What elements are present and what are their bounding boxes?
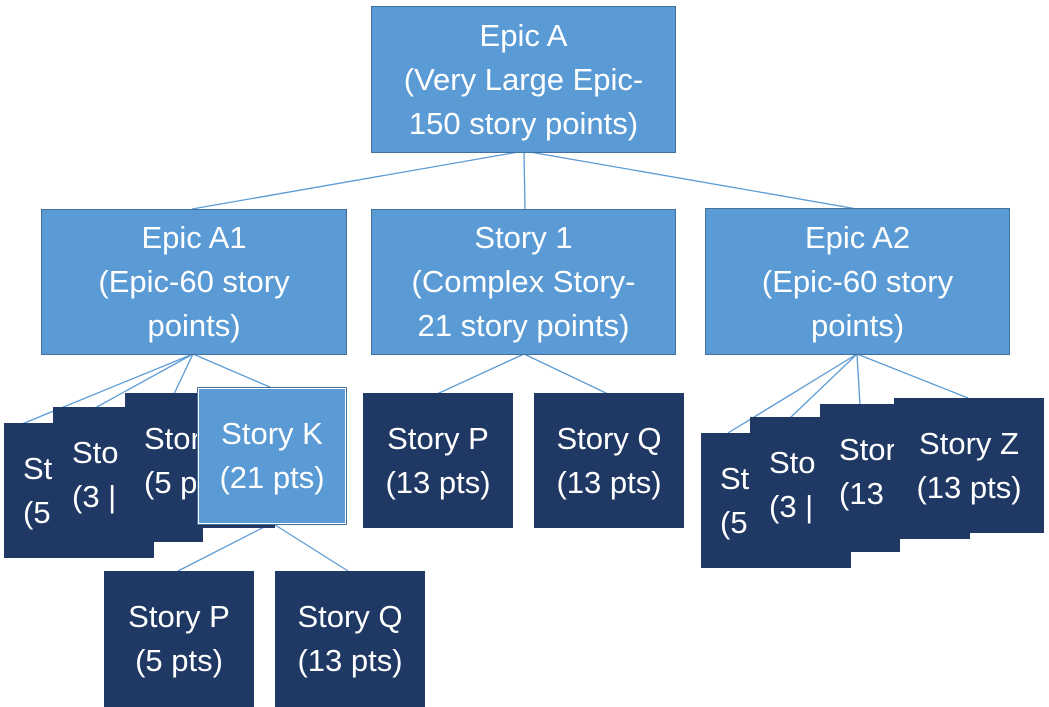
link-epic-a1-to-a1-stack-3: [173, 353, 194, 395]
link-epic-a1-to-story-k: [192, 353, 273, 389]
epic-a2-line-2: (Epic-60 story: [761, 263, 954, 299]
a1-stack-card-1-points: (5: [23, 494, 51, 530]
s1-story-q-box: Story Q (13 pts): [534, 393, 684, 528]
s1-story-q-title: Story Q: [556, 420, 662, 456]
a1-stack-card-1-title: St: [23, 450, 53, 486]
epic-a-title: Epic A: [479, 17, 568, 53]
s1-story-q-points: (13 pts): [556, 464, 662, 500]
link-epic-a-to-story-1: [523, 150, 526, 210]
link-epic-a2-to-story-z: [856, 353, 969, 399]
epic-a-line-2: (Very Large Epic-: [403, 61, 644, 97]
link-story-k-to-k-story-q: [271, 522, 349, 572]
epic-a2-line-3: points): [810, 307, 905, 343]
a2-stack-card-3-title: Stor: [839, 431, 896, 467]
k-story-q-box: Story Q (13 pts): [275, 571, 425, 707]
story-z-points: (13 pts): [916, 469, 1022, 505]
k-story-p-title: Story P: [128, 599, 230, 634]
a2-stack-card-2-points: (3 |: [769, 488, 814, 524]
epic-a1-line-2: (Epic-60 story: [98, 264, 290, 299]
k-story-p-points: (5 pts): [135, 643, 223, 678]
story-k-points: (21 pts): [219, 460, 325, 495]
a2-stack-card-2-title: Sto: [769, 444, 816, 480]
a2-stack-card-1-points: (5: [720, 504, 748, 540]
a1-stack-card-2-title: Sto: [72, 434, 119, 470]
story-1-line-2: (Complex Story-: [411, 264, 636, 299]
epic-a1-title: Epic A1: [141, 220, 247, 255]
story-z-box: Story Z (13 pts): [894, 398, 1044, 533]
story-k-title: Story K: [221, 416, 323, 451]
a2-stack-card-3-points: (13: [839, 475, 884, 511]
a1-stack-card-3-points: (5 p: [144, 464, 198, 500]
link-epic-a-to-epic-a2: [523, 150, 858, 210]
link-epic-a1-to-a1-stack-1: [21, 353, 194, 425]
epic-a-box: Epic A (Very Large Epic- 150 story point…: [371, 6, 676, 153]
story-1-title: Story 1: [474, 220, 573, 255]
link-epic-a-to-epic-a1: [191, 150, 525, 210]
link-story-k-to-k-story-p: [177, 522, 273, 572]
k-story-q-title: Story Q: [297, 599, 403, 634]
k-story-p-box: Story P (5 pts): [104, 571, 254, 707]
k-story-q-points: (13 pts): [297, 643, 403, 678]
a1-stack-card-2-points: (3 |: [72, 478, 117, 514]
s1-story-p-title: Story P: [387, 420, 489, 456]
epic-a1-line-3: points): [147, 308, 241, 343]
s1-story-p-box: Story P (13 pts): [363, 393, 513, 528]
story-1-box: Story 1 (Complex Story- 21 story points): [371, 209, 676, 355]
epic-a1-box: Epic A1 (Epic-60 story points): [41, 209, 347, 355]
epic-a2-title: Epic A2: [804, 219, 911, 255]
story-1-line-3: 21 story points): [417, 308, 630, 343]
a1-stack-card-3-title: Stor: [144, 420, 201, 456]
epic-a-line-3: 150 story points): [408, 105, 639, 141]
link-epic-a2-to-a2-stack-3: [856, 353, 861, 406]
link-story-1-to-s1-story-q: [523, 353, 609, 395]
epic-a2-box: Epic A2 (Epic-60 story points): [705, 208, 1010, 355]
story-z-title: Story Z: [919, 425, 1019, 461]
s1-story-p-points: (13 pts): [385, 464, 491, 500]
story-k-box: Story K (21 pts): [198, 388, 346, 524]
link-epic-a1-to-a1-stack-2: [94, 353, 194, 409]
link-epic-a2-to-a2-stack-1: [727, 353, 858, 434]
a2-stack-card-1-title: St: [720, 460, 750, 496]
link-story-1-to-s1-story-p: [436, 353, 525, 395]
link-epic-a2-to-a2-stack-2: [789, 353, 858, 419]
